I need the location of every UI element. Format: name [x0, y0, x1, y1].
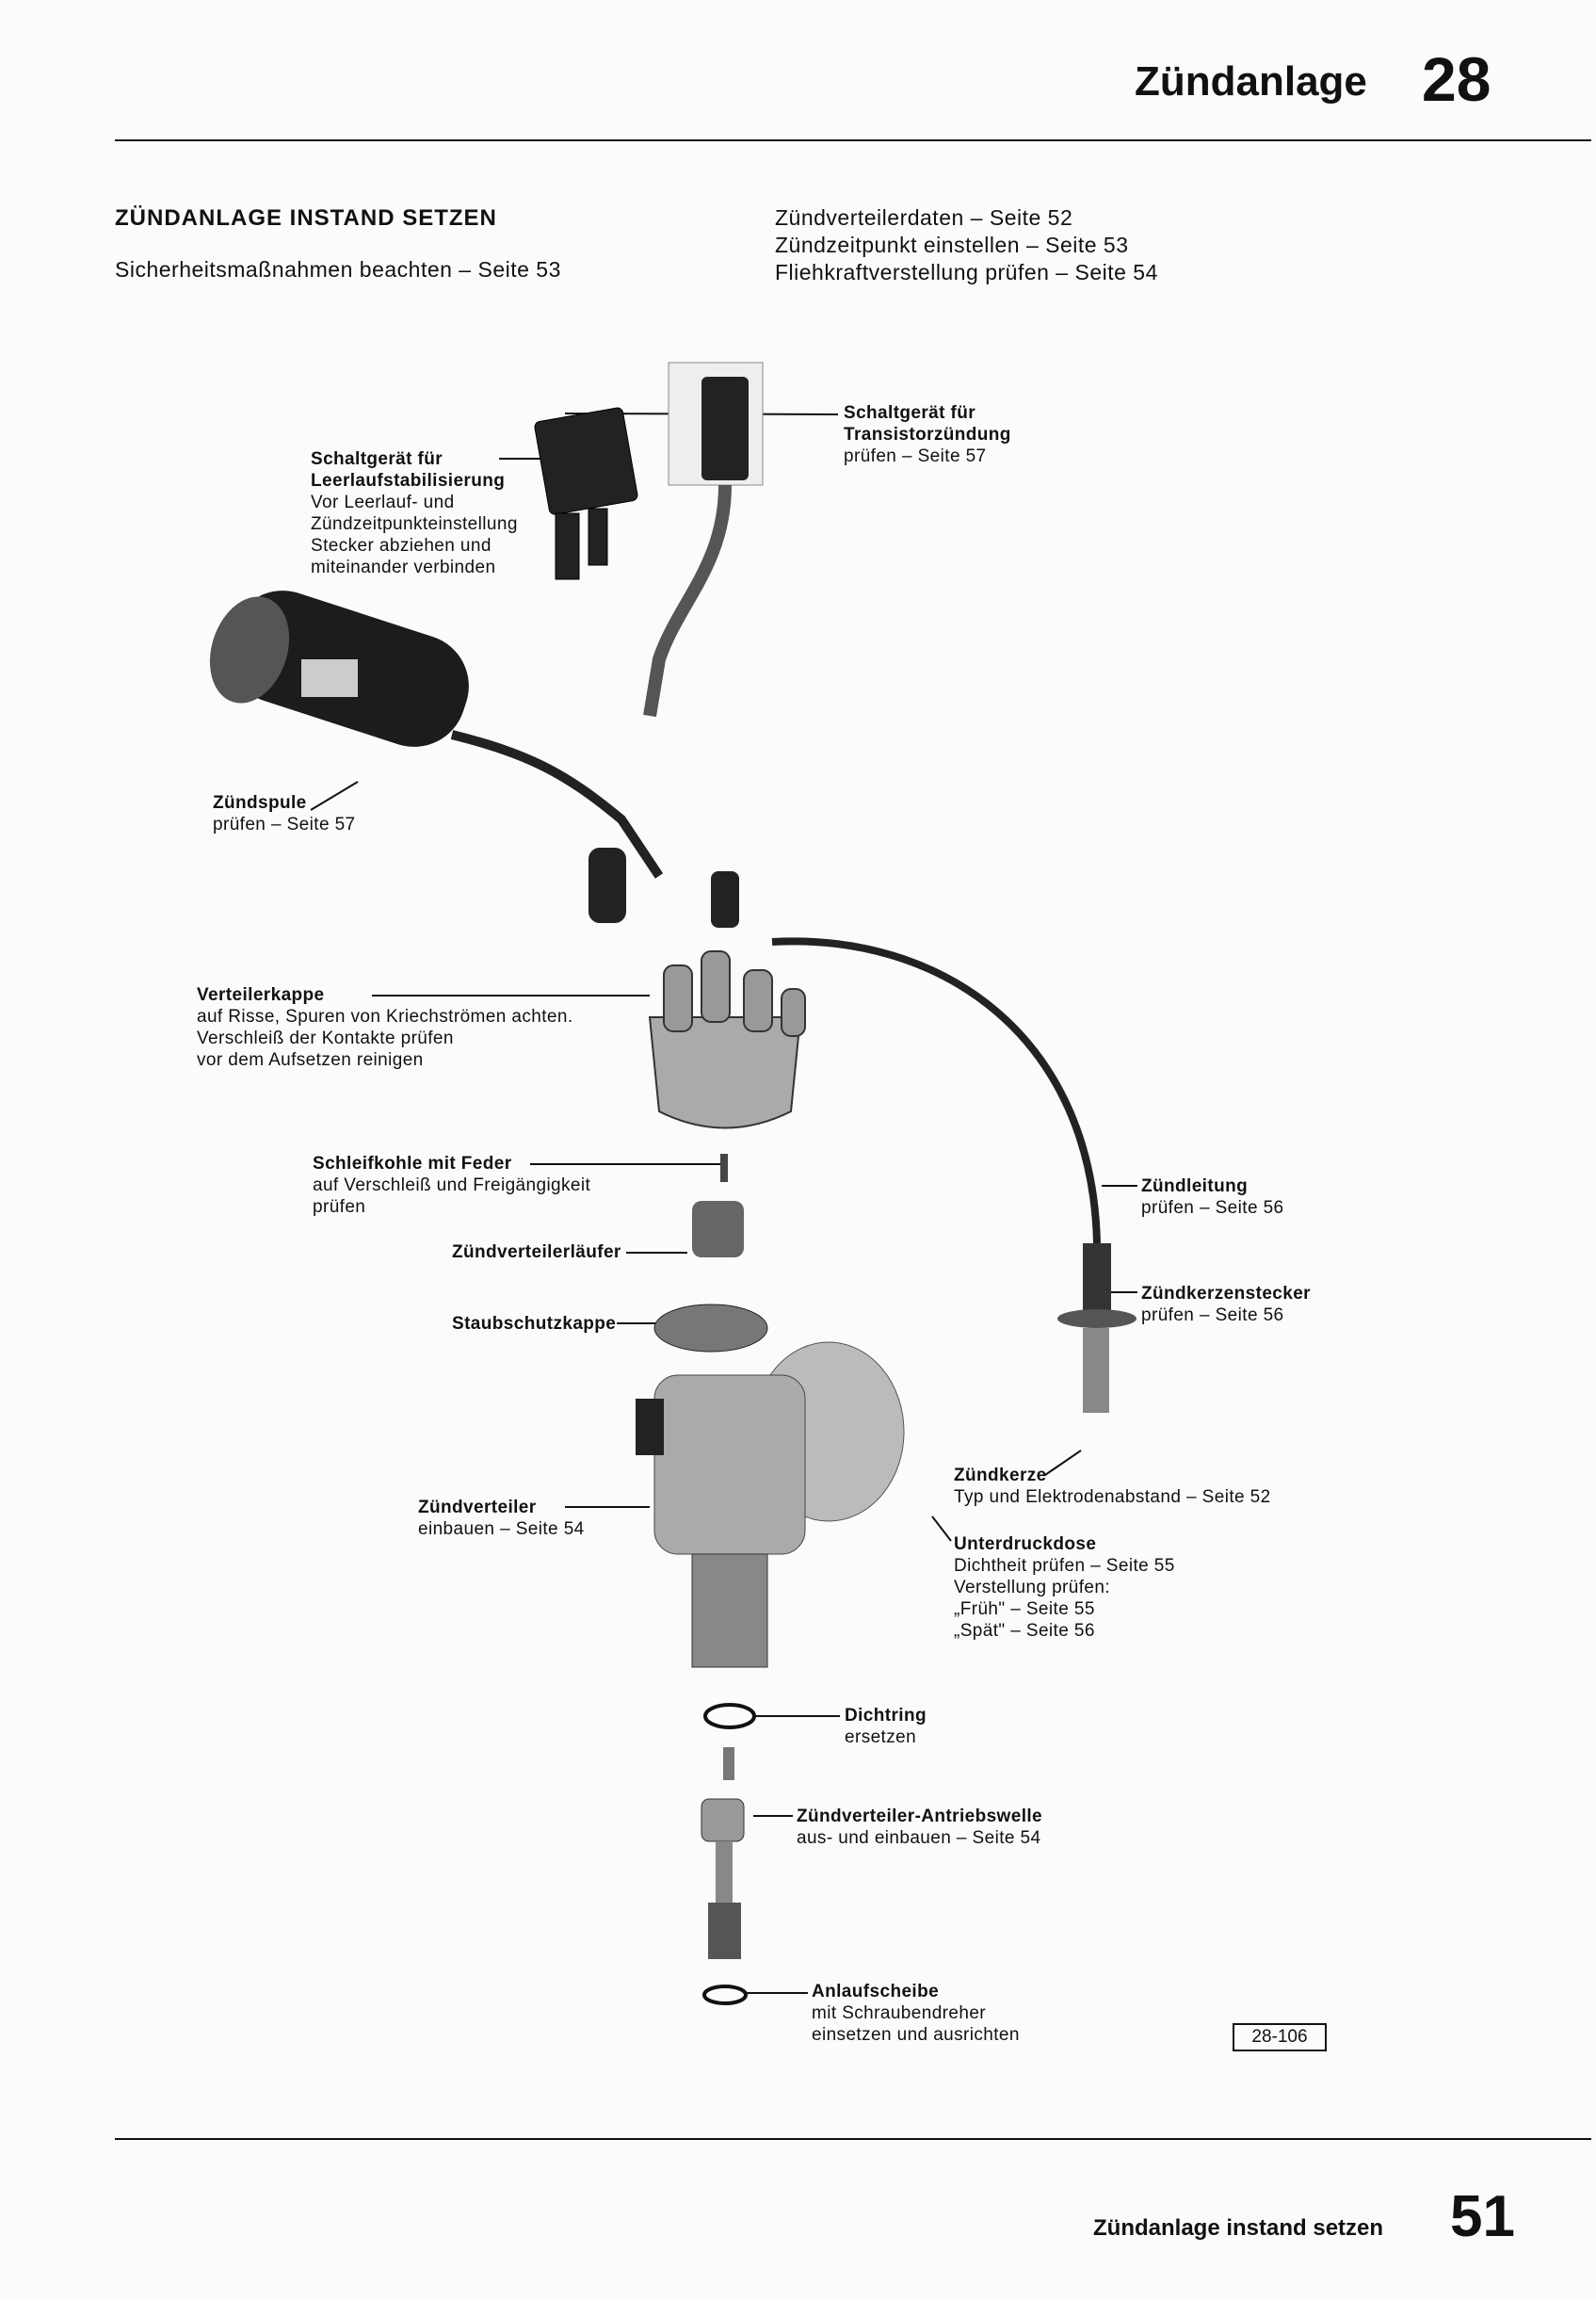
- chapter-title: Zündanlage: [1135, 58, 1367, 105]
- ignition-coil: [209, 591, 469, 747]
- safety-note[interactable]: Sicherheitsmaßnahmen beachten – Seite 53: [115, 257, 561, 282]
- spark-plug-connector: [1057, 1243, 1137, 1413]
- thrust-washer: [702, 1985, 748, 2005]
- reference-link[interactable]: Zündzeitpunkt einstellen – Seite 53: [775, 233, 1129, 257]
- label-rotor: Zündverteilerläufer: [452, 1242, 621, 1262]
- carbon-brush: [720, 1154, 728, 1182]
- reference-link[interactable]: Fliehkraftverstellung prüfen – Seite 54: [775, 260, 1158, 284]
- header-rule: [115, 139, 1591, 141]
- drive-shaft: [701, 1798, 745, 1959]
- ignition-lead: [771, 937, 1101, 1244]
- lead-plug: [711, 871, 739, 928]
- section-heading: ZÜNDANLAGE INSTAND SETZEN: [115, 205, 497, 231]
- chapter-number: 28: [1422, 44, 1491, 114]
- footer-title: Zündanlage instand setzen: [1093, 2215, 1384, 2241]
- coil-plug: [588, 848, 626, 923]
- idle-control-module: [534, 407, 638, 580]
- sealing-ring: [703, 1703, 756, 1729]
- reference-link[interactable]: Zündverteilerdaten – Seite 52: [775, 205, 1073, 230]
- label-dust-cap: Staubschutzkappe: [452, 1314, 617, 1334]
- footer-rule: [115, 2138, 1591, 2140]
- spring: [723, 1747, 734, 1780]
- references: Zündverteilerdaten – Seite 52 Zündzeitpu…: [775, 204, 1158, 286]
- rotor: [692, 1201, 744, 1257]
- transistor-ignition-module: [643, 362, 764, 718]
- wiring: [450, 730, 664, 879]
- page-number: 51: [1450, 2184, 1515, 2249]
- figure-number: 28-106: [1233, 2023, 1327, 2051]
- distributor-cap: [648, 950, 806, 1129]
- distributor: [636, 1341, 905, 1668]
- dust-cap: [653, 1304, 768, 1353]
